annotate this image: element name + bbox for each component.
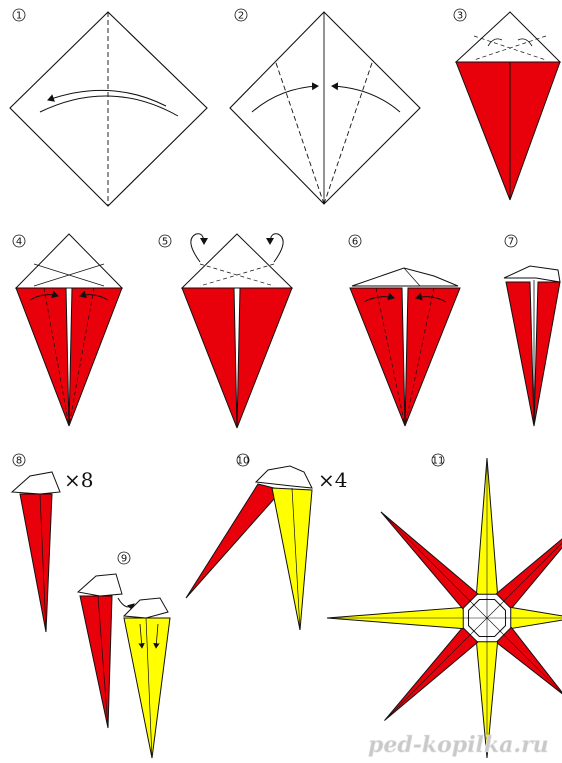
step-2-number: 2 xyxy=(238,11,244,22)
star-ray-crease xyxy=(381,512,477,608)
step-5: 5 xyxy=(159,234,292,428)
step-9-number: 9 xyxy=(121,554,127,565)
step-3: 3 xyxy=(454,9,560,200)
step-6: 6 xyxy=(349,235,460,426)
step-11: 11 xyxy=(327,454,562,758)
step-7: 7 xyxy=(504,235,560,426)
mountain-fold-arrow-left xyxy=(191,234,204,262)
step-8-number: 8 xyxy=(16,456,22,467)
step-8: 8 ×8 xyxy=(12,454,93,632)
step-8-multiplier: ×8 xyxy=(64,468,93,492)
step-10: 10 ×4 xyxy=(186,454,347,630)
step-4: 4 xyxy=(13,234,122,426)
step-2: 2 xyxy=(230,9,420,204)
finished-star xyxy=(327,458,562,758)
step-1-number: 1 xyxy=(16,11,22,22)
mountain-fold-arrow-right xyxy=(270,234,283,262)
step-11-number: 11 xyxy=(432,456,445,467)
step-9: 9 xyxy=(78,552,170,758)
step-3-number: 3 xyxy=(457,11,463,22)
step-10-multiplier: ×4 xyxy=(318,468,347,492)
star-ray-crease xyxy=(384,628,477,721)
step-5-number: 5 xyxy=(162,237,168,248)
step-10-number: 10 xyxy=(237,456,250,467)
step-7-number: 7 xyxy=(508,237,514,248)
watermark: ped-kopilka.ru xyxy=(368,732,549,758)
step-4-number: 4 xyxy=(16,237,22,248)
star-ray-2 xyxy=(496,519,562,609)
step-1: 1 xyxy=(10,9,207,206)
step-6-number: 6 xyxy=(352,237,358,248)
